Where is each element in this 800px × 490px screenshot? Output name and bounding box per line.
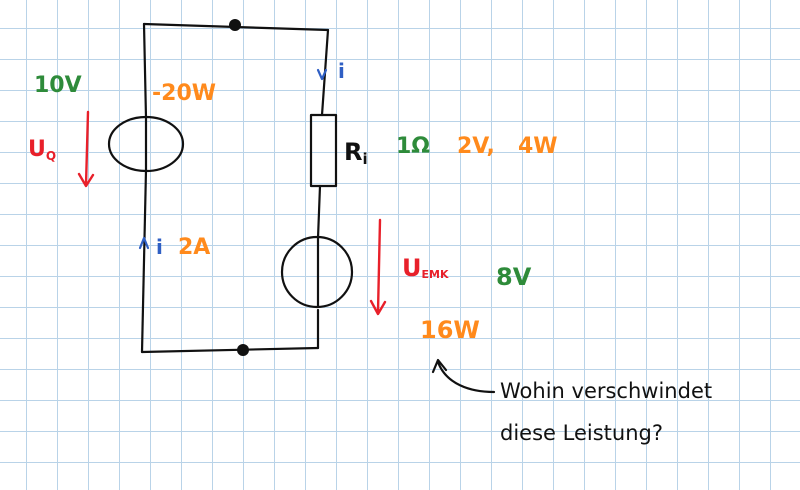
current-value-label: 2A [178, 235, 210, 260]
resistor-voltage-label: 2V, [457, 134, 495, 159]
source-symbol-label: UQ [28, 137, 56, 163]
question-line-1: Wohin verschwindet [500, 379, 712, 403]
resistor-value-label: 1Ω [396, 134, 430, 159]
emk-symbol-main: U [402, 254, 422, 282]
wire-left-upper [142, 22, 148, 120]
current-top-label: i [338, 59, 345, 83]
resistor-symbol-sub: i [362, 150, 367, 168]
question-arrow [431, 358, 496, 394]
current-arrow-top [316, 68, 328, 81]
emk-power-label: 16W [420, 316, 480, 344]
current-left-label: i [156, 235, 163, 259]
resistor-power-label: 4W [518, 134, 558, 159]
resistor-symbol-main: R [344, 138, 362, 166]
emk-voltage-arrow [369, 218, 387, 316]
emk-voltage-label: 8V [496, 263, 532, 291]
source-symbol-main: U [28, 137, 46, 162]
source-voltage-label: 10V [34, 73, 82, 98]
question-line-2: diese Leistung? [500, 421, 663, 445]
source-symbol-sub: Q [46, 149, 56, 163]
emk-symbol-sub: EMK [422, 268, 449, 281]
wire-right-middle [316, 184, 322, 240]
source-voltage-arrow [77, 110, 95, 188]
current-arrow-left [138, 236, 150, 250]
emk-symbol-label: UEMK [402, 254, 449, 282]
wire-left-lower [140, 168, 148, 354]
resistor-symbol-label: Ri [344, 138, 368, 168]
junction-dot-bottom [237, 344, 249, 356]
junction-dot-top [229, 19, 241, 31]
wire-bottom [140, 346, 320, 354]
resistor-box [309, 113, 338, 188]
source-power-label: -20W [152, 81, 216, 106]
